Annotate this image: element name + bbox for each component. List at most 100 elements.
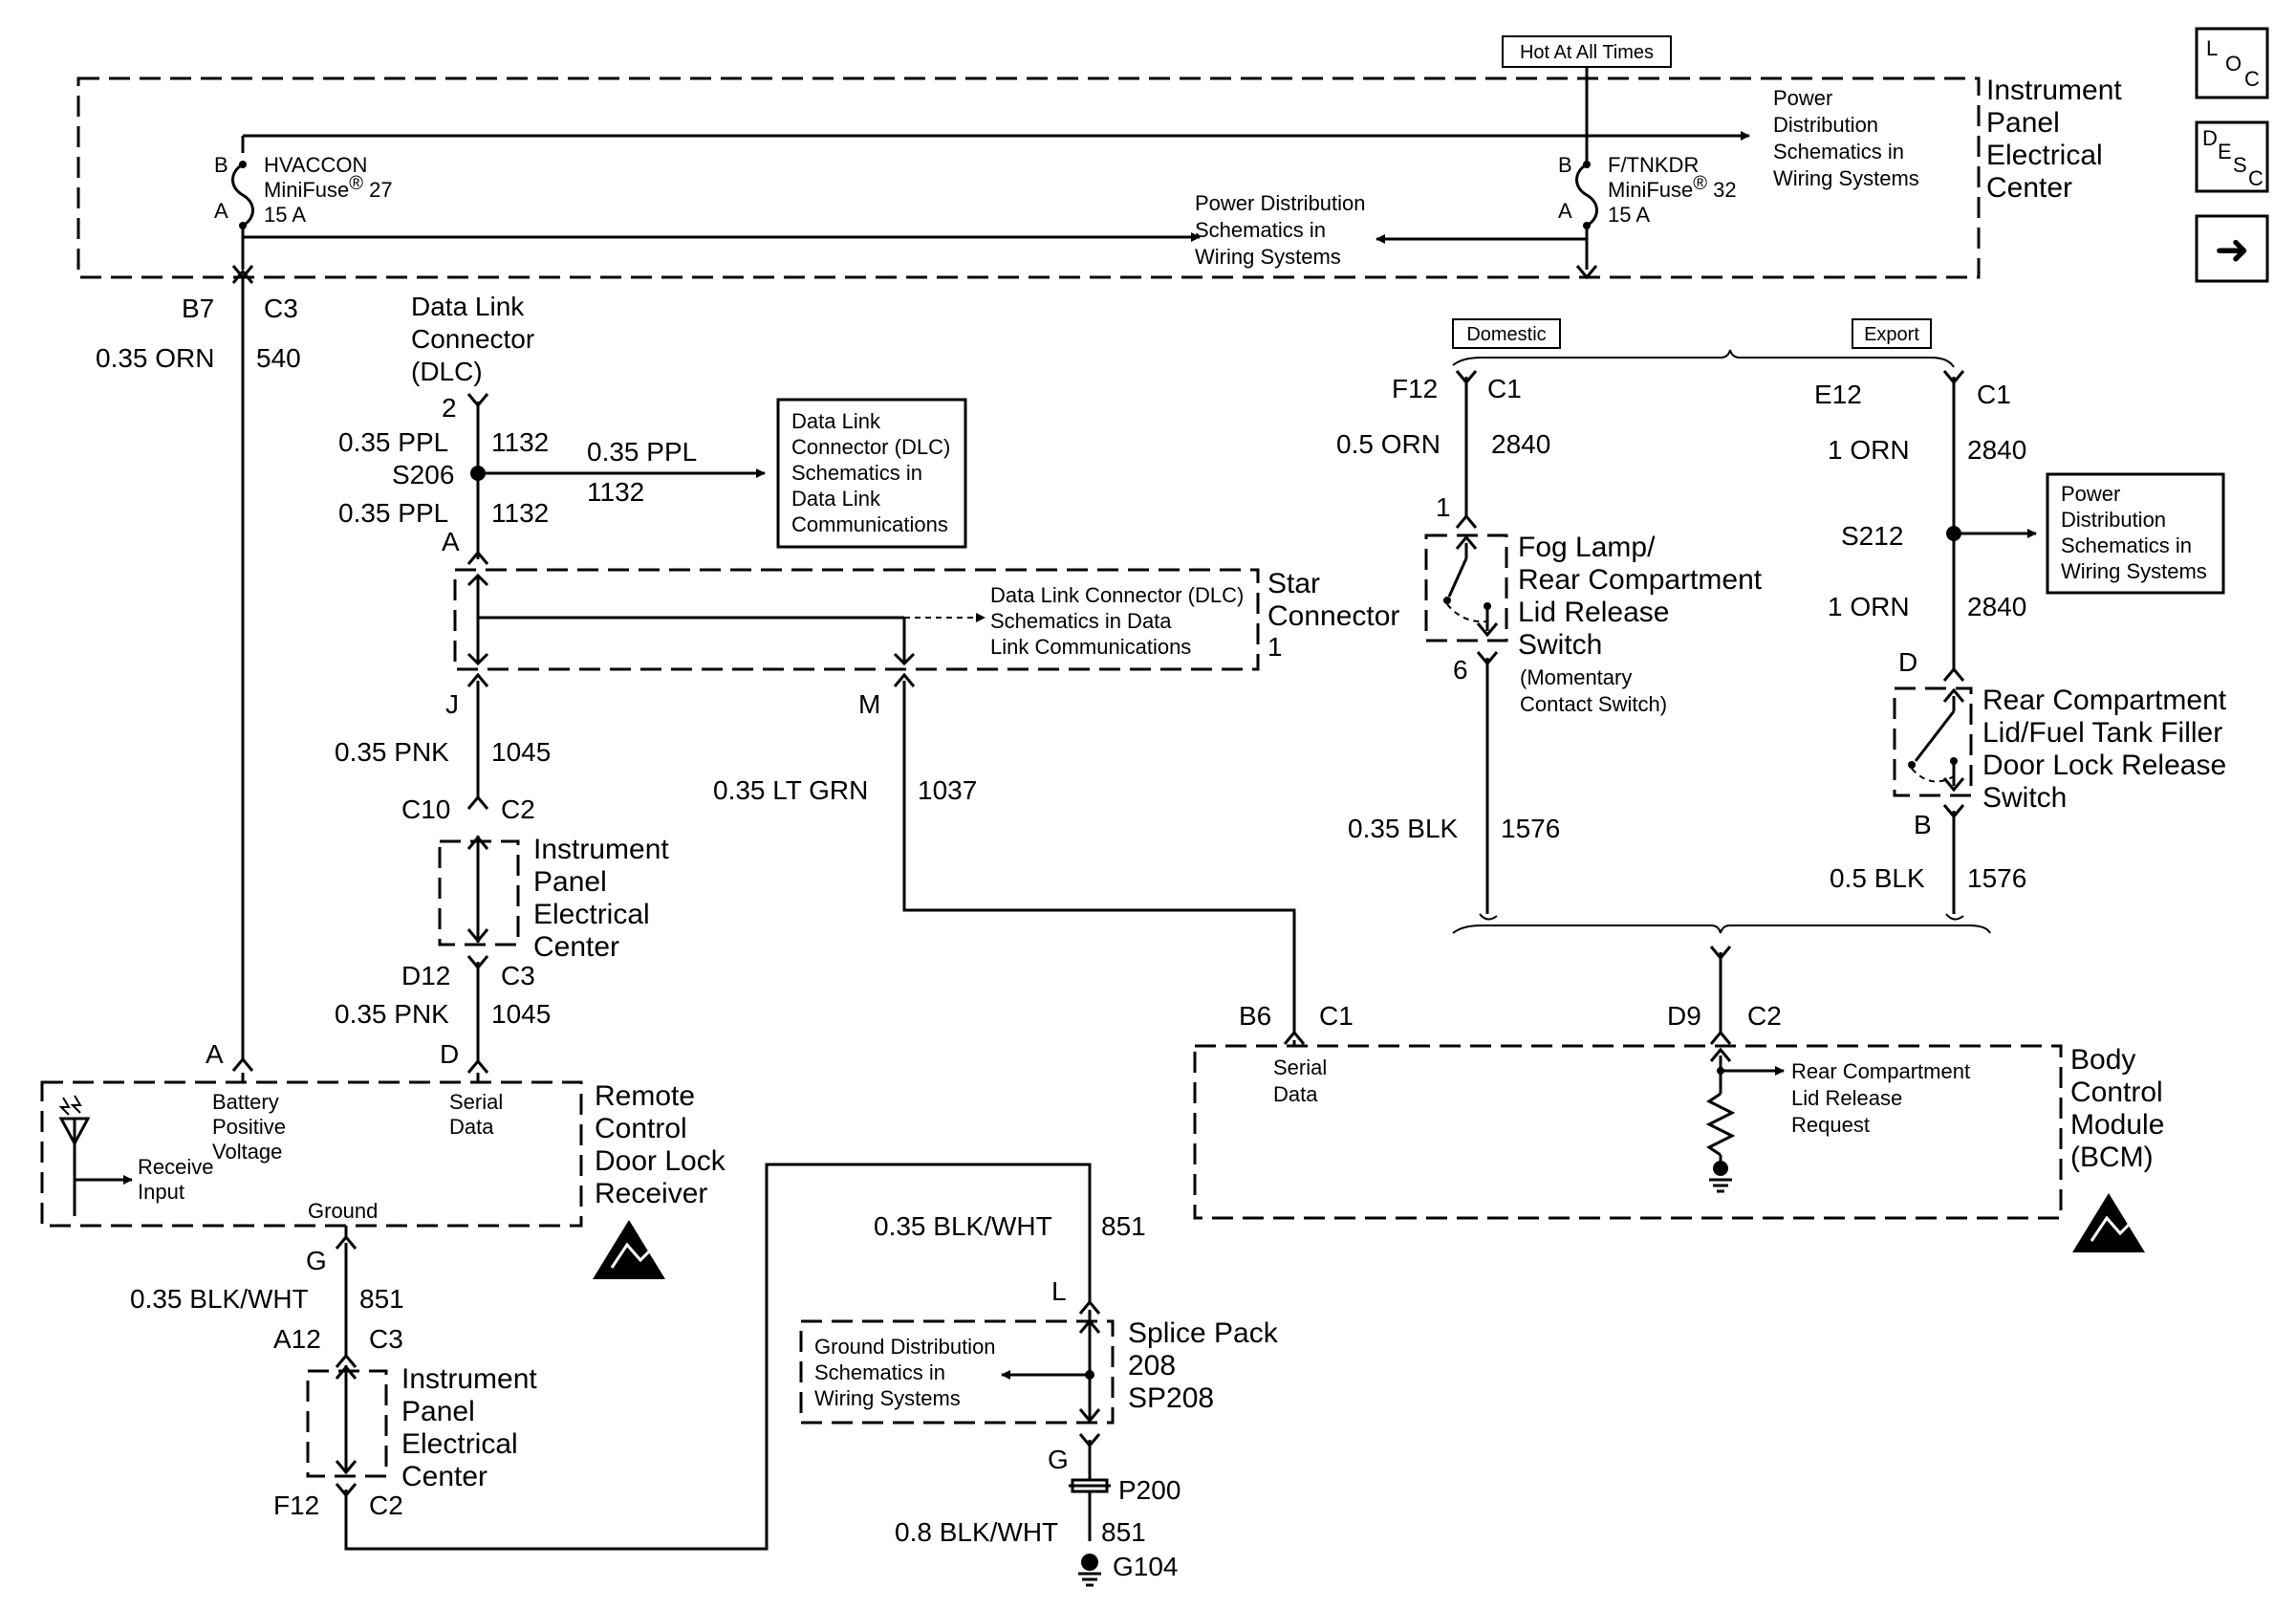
ipec-top-box (76, 76, 1981, 279)
svg-text:Panel: Panel (401, 1396, 475, 1427)
ipec-top: Hot At All Times B A HVACCON MiniFuse® 2… (76, 35, 2122, 280)
svg-text:Serial: Serial (449, 1090, 503, 1114)
svg-text:Door Lock: Door Lock (595, 1145, 726, 1177)
svg-text:D: D (2202, 126, 2218, 150)
svg-text:L: L (2206, 36, 2218, 60)
svg-text:Connector: Connector (411, 324, 534, 354)
svg-text:Data: Data (449, 1115, 494, 1139)
svg-text:Data Link: Data Link (791, 487, 881, 511)
svg-text:➜: ➜ (2215, 227, 2250, 273)
svg-text:Control: Control (595, 1113, 687, 1144)
svg-text:0.35 PPL: 0.35 PPL (338, 427, 448, 457)
svg-text:0.35 BLK: 0.35 BLK (1348, 814, 1459, 843)
svg-text:1037: 1037 (918, 775, 977, 805)
svg-text:1576: 1576 (1501, 814, 1560, 843)
svg-text:208: 208 (1128, 1350, 1176, 1382)
svg-text:L: L (1051, 1276, 1067, 1306)
svg-text:1045: 1045 (491, 999, 551, 1029)
fuse-left-symbol (231, 163, 254, 228)
svg-text:F12: F12 (1392, 374, 1438, 403)
dlc-section: Data Link Connector (DLC) 2 0.35 PPL 113… (338, 292, 967, 565)
hot-label: Hot At All Times (1520, 42, 1654, 63)
svg-text:G104: G104 (1113, 1552, 1179, 1581)
svg-text:15 A: 15 A (1608, 203, 1650, 227)
svg-text:540: 540 (256, 343, 301, 373)
svg-text:Center: Center (1986, 172, 2072, 204)
esd-warning-icon (593, 1220, 665, 1279)
svg-text:C1: C1 (1319, 1001, 1354, 1031)
svg-text:Rear Compartment: Rear Compartment (1518, 564, 1763, 596)
svg-text:Electrical: Electrical (1986, 140, 2103, 171)
svg-text:MiniFuse® 32: MiniFuse® 32 (1608, 173, 1737, 202)
svg-text:Lid Release: Lid Release (1518, 597, 1669, 628)
svg-text:Lid Release: Lid Release (1791, 1086, 1902, 1110)
svg-text:C2: C2 (369, 1490, 403, 1520)
svg-text:B: B (1558, 153, 1572, 177)
svg-text:0.8 BLK/WHT: 0.8 BLK/WHT (895, 1517, 1058, 1547)
next-arrow-icon[interactable]: ➜ (2195, 214, 2269, 283)
svg-text:1132: 1132 (491, 427, 549, 457)
svg-text:851: 851 (359, 1284, 404, 1314)
svg-text:1132: 1132 (491, 498, 549, 528)
svg-text:Distribution: Distribution (1773, 113, 1878, 137)
svg-text:Lid/Fuel Tank Filler: Lid/Fuel Tank Filler (1982, 717, 2222, 749)
svg-text:D9: D9 (1667, 1001, 1701, 1031)
svg-text:Fog Lamp/: Fog Lamp/ (1518, 532, 1656, 563)
svg-text:Connector: Connector (1267, 600, 1399, 632)
svg-text:Wiring Systems: Wiring Systems (1195, 245, 1341, 269)
svg-text:2840: 2840 (1967, 592, 2026, 621)
bcm: B6 C1 D9 C2 Serial Data Rear Compartment… (1193, 946, 2164, 1252)
receiver: Receive Input Battery Positive Voltage S… (40, 1073, 726, 1279)
svg-text:Power Distribution: Power Distribution (1195, 191, 1366, 215)
svg-text:(BCM): (BCM) (2070, 1142, 2154, 1173)
splice-pack-box (799, 1319, 1115, 1425)
svg-text:MiniFuse® 27: MiniFuse® 27 (264, 173, 393, 202)
svg-text:Contact Switch): Contact Switch) (1520, 692, 1667, 716)
dlc-ref-box (776, 398, 967, 549)
svg-text:Body: Body (2070, 1044, 2135, 1076)
svg-text:S: S (2233, 153, 2247, 177)
svg-text:B6: B6 (1239, 1001, 1271, 1031)
svg-text:Wiring Systems: Wiring Systems (814, 1386, 961, 1410)
fuse-right-name: F/TNKDR (1608, 153, 1699, 177)
svg-text:Ground Distribution: Ground Distribution (814, 1335, 996, 1359)
svg-text:Communications: Communications (791, 512, 948, 536)
power-ref-right: Power Distribution Schematics in Wiring … (1773, 86, 1919, 190)
svg-text:C1: C1 (1977, 380, 2011, 409)
svg-text:Rear Compartment: Rear Compartment (1982, 685, 2227, 716)
svg-text:Schematics in: Schematics in (2061, 533, 2192, 557)
svg-text:Export: Export (1864, 324, 1919, 345)
svg-text:Instrument: Instrument (533, 834, 669, 865)
svg-text:D12: D12 (401, 961, 450, 990)
svg-text:15 A: 15 A (264, 203, 306, 227)
bcm-ground-icon (1709, 1161, 1732, 1193)
svg-text:D: D (1898, 647, 1917, 677)
desc-icon[interactable]: D E S C (2195, 120, 2269, 193)
svg-text:C2: C2 (501, 794, 535, 824)
svg-text:0.35 PNK: 0.35 PNK (335, 737, 449, 767)
svg-text:851: 851 (1101, 1211, 1146, 1241)
svg-text:Receiver: Receiver (595, 1178, 707, 1209)
loc-icon[interactable]: L O C (2195, 27, 2269, 99)
domestic-label-box (1452, 318, 1561, 349)
svg-text:Splice Pack: Splice Pack (1128, 1317, 1279, 1349)
svg-text:Request: Request (1791, 1113, 1870, 1137)
svg-text:0.35 LT GRN: 0.35 LT GRN (713, 775, 868, 805)
svg-text:C3: C3 (501, 961, 535, 990)
svg-text:Domestic: Domestic (1466, 324, 1546, 345)
antenna-icon (58, 1095, 133, 1216)
wire-1037: 0.35 LT GRN 1037 (713, 672, 1306, 1045)
power-ref-mid: Power Distribution Schematics in Wiring … (1195, 191, 1366, 269)
svg-text:C: C (2244, 67, 2260, 91)
svg-text:Schematics in: Schematics in (791, 461, 922, 485)
splice-pack: 0.35 BLK/WHT 851 L Ground Distribution S… (799, 1211, 1279, 1587)
svg-text:C3: C3 (264, 294, 298, 323)
svg-text:Center: Center (533, 931, 619, 963)
svg-text:D: D (440, 1039, 459, 1069)
svg-text:Serial: Serial (1273, 1055, 1327, 1079)
svg-text:0.5 BLK: 0.5 BLK (1830, 863, 1925, 893)
svg-text:2840: 2840 (1491, 429, 1550, 459)
svg-text:P200: P200 (1118, 1475, 1180, 1505)
side-icons: L O C D E S C ➜ (2195, 27, 2269, 283)
